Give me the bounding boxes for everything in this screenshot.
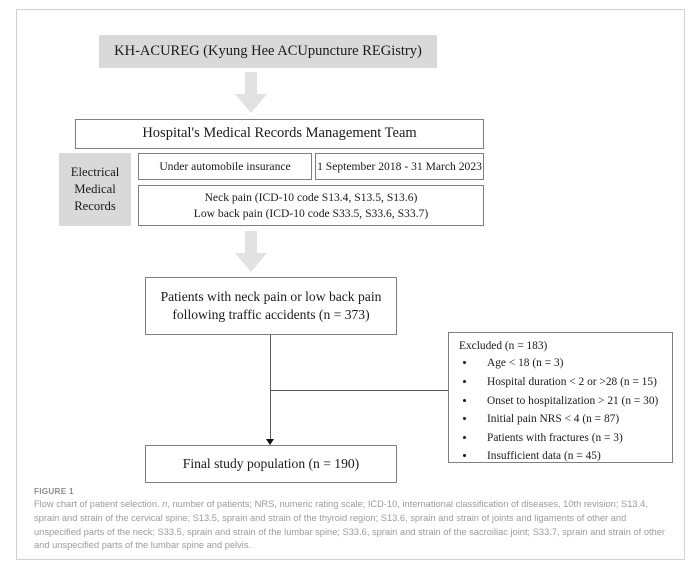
excluded-item-label: Insufficient data (n = 45) <box>487 450 601 463</box>
node-records-management-team: Hospital's Medical Records Management Te… <box>75 119 484 149</box>
connector-horizontal-excluded <box>270 390 448 391</box>
node-registry: KH-ACUREG (Kyung Hee ACUpuncture REGistr… <box>99 35 437 68</box>
excluded-item-label: Patients with fractures (n = 3) <box>487 431 623 444</box>
node-final-study-population: Final study population (n = 190) <box>145 445 397 483</box>
excluded-item: Onset to hospitalization > 21 (n = 30) <box>459 394 664 409</box>
excluded-item: Initial pain NRS < 4 (n = 87) <box>459 412 664 427</box>
flowchart-canvas: KH-ACUREG (Kyung Hee ACUpuncture REGistr… <box>17 10 686 483</box>
excluded-item: Insufficient data (n = 45) <box>459 449 664 464</box>
node-eligible-patients: Patients with neck pain or low back pain… <box>145 277 397 335</box>
bullet-icon <box>463 379 466 383</box>
excluded-item: Age < 18 (n = 3) <box>459 356 664 371</box>
icd-neck-pain-line: Neck pain (ICD-10 code S13.4, S13.5, S13… <box>204 190 418 204</box>
node-automobile-insurance: Under automobile insurance <box>138 153 312 180</box>
excluded-item-label: Onset to hospitalization > 21 (n = 30) <box>487 394 659 407</box>
node-study-period: 1 September 2018 - 31 March 2023 <box>315 153 484 180</box>
excluded-item-label: Initial pain NRS < 4 (n = 87) <box>487 413 620 426</box>
bullet-icon <box>463 417 466 421</box>
emr-label-line-2: Medical <box>74 181 116 196</box>
icd-low-back-pain-line: Low back pain (ICD-10 code S33.5, S33.6,… <box>193 206 429 220</box>
node-icd-codes: Neck pain (ICD-10 code S13.4, S13.5, S13… <box>138 185 484 226</box>
connector-vertical-main <box>270 335 271 442</box>
bullet-icon <box>463 398 466 402</box>
excluded-item: Hospital duration < 2 or >28 (n = 15) <box>459 375 664 390</box>
excluded-criteria-list: Age < 18 (n = 3) Hospital duration < 2 o… <box>459 356 664 464</box>
figure-label: FIGURE 1 <box>34 487 74 496</box>
emr-label-line-1: Electrical <box>70 164 120 179</box>
bullet-icon <box>463 361 466 365</box>
figure-frame: KH-ACUREG (Kyung Hee ACUpuncture REGistr… <box>16 9 685 560</box>
excluded-item-label: Age < 18 (n = 3) <box>487 357 564 370</box>
arrowhead-final-population <box>266 439 274 445</box>
excluded-title: Excluded (n = 183) <box>459 340 548 352</box>
caption-italic-n: n <box>162 499 168 509</box>
node-electrical-medical-records-label: Electrical Medical Records <box>59 153 131 226</box>
emr-label-line-3: Records <box>74 199 116 214</box>
excluded-item-label: Hospital duration < 2 or >28 (n = 15) <box>487 375 657 388</box>
block-arrow-down-2 <box>233 231 269 273</box>
block-arrow-down-1 <box>233 72 269 114</box>
excluded-item: Patients with fractures (n = 3) <box>459 431 664 446</box>
caption-lead: Flow chart of patient selection. <box>34 499 163 509</box>
caption-rest: , number of patients; NRS, numeric ratin… <box>34 499 666 551</box>
bullet-icon <box>463 435 466 439</box>
bullet-icon <box>463 454 466 458</box>
figure-caption: FIGURE 1 Flow chart of patient selection… <box>34 487 668 553</box>
node-excluded-criteria: Excluded (n = 183) Age < 18 (n = 3) Hosp… <box>448 332 673 463</box>
figure-caption-text: Flow chart of patient selection. n, numb… <box>34 498 668 553</box>
patients-line-2: following traffic accidents (n = 373) <box>172 307 370 322</box>
patients-line-1: Patients with neck pain or low back pain <box>160 288 382 304</box>
